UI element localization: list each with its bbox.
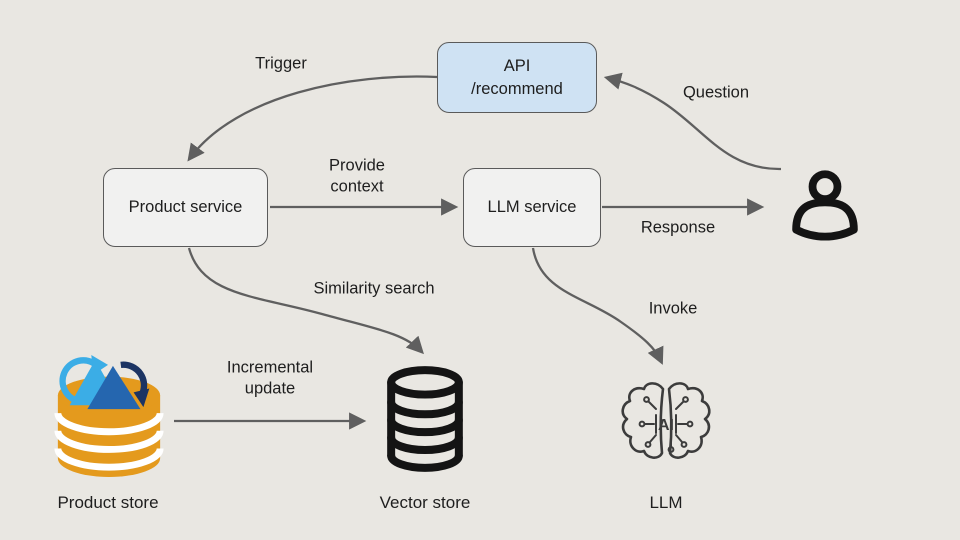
edge-label-response: Response: [640, 218, 716, 237]
vector-store-label: Vector store: [379, 493, 471, 512]
edge-label-invoke: Invoke: [648, 299, 698, 318]
ai-brain-icon: AI: [621, 382, 711, 459]
edge-trigger-arrow: [187, 75, 438, 162]
node-llm-service: LLM service: [463, 168, 601, 247]
llm-label: LLM: [649, 493, 683, 512]
edge-label-question: Question: [682, 83, 750, 102]
node-llm-service-label: LLM service: [487, 198, 577, 217]
edge-similarity-search-arrow: [187, 247, 424, 355]
edge-label-incremental-update: Incremental update: [226, 358, 314, 398]
person-icon: [792, 170, 858, 241]
database-icon: [387, 366, 463, 472]
database-sync-icon: [54, 355, 164, 477]
node-product-service-label: Product service: [128, 198, 243, 217]
node-api-label: API /recommend: [471, 57, 563, 98]
edge-question-arrow: [603, 72, 782, 171]
edge-label-provide-context: Provide context: [329, 156, 385, 196]
edge-label-similarity-search: Similarity search: [313, 279, 435, 298]
edge-label-trigger: Trigger: [255, 54, 307, 73]
edge-invoke-arrow: [531, 247, 664, 365]
node-product-service: Product service: [103, 168, 268, 247]
product-store-label: Product store: [57, 493, 159, 512]
node-api-recommend: API /recommend: [437, 42, 597, 113]
ai-brain-text: AI: [658, 417, 674, 434]
sync-arrows-and-triangles: [59, 355, 150, 410]
